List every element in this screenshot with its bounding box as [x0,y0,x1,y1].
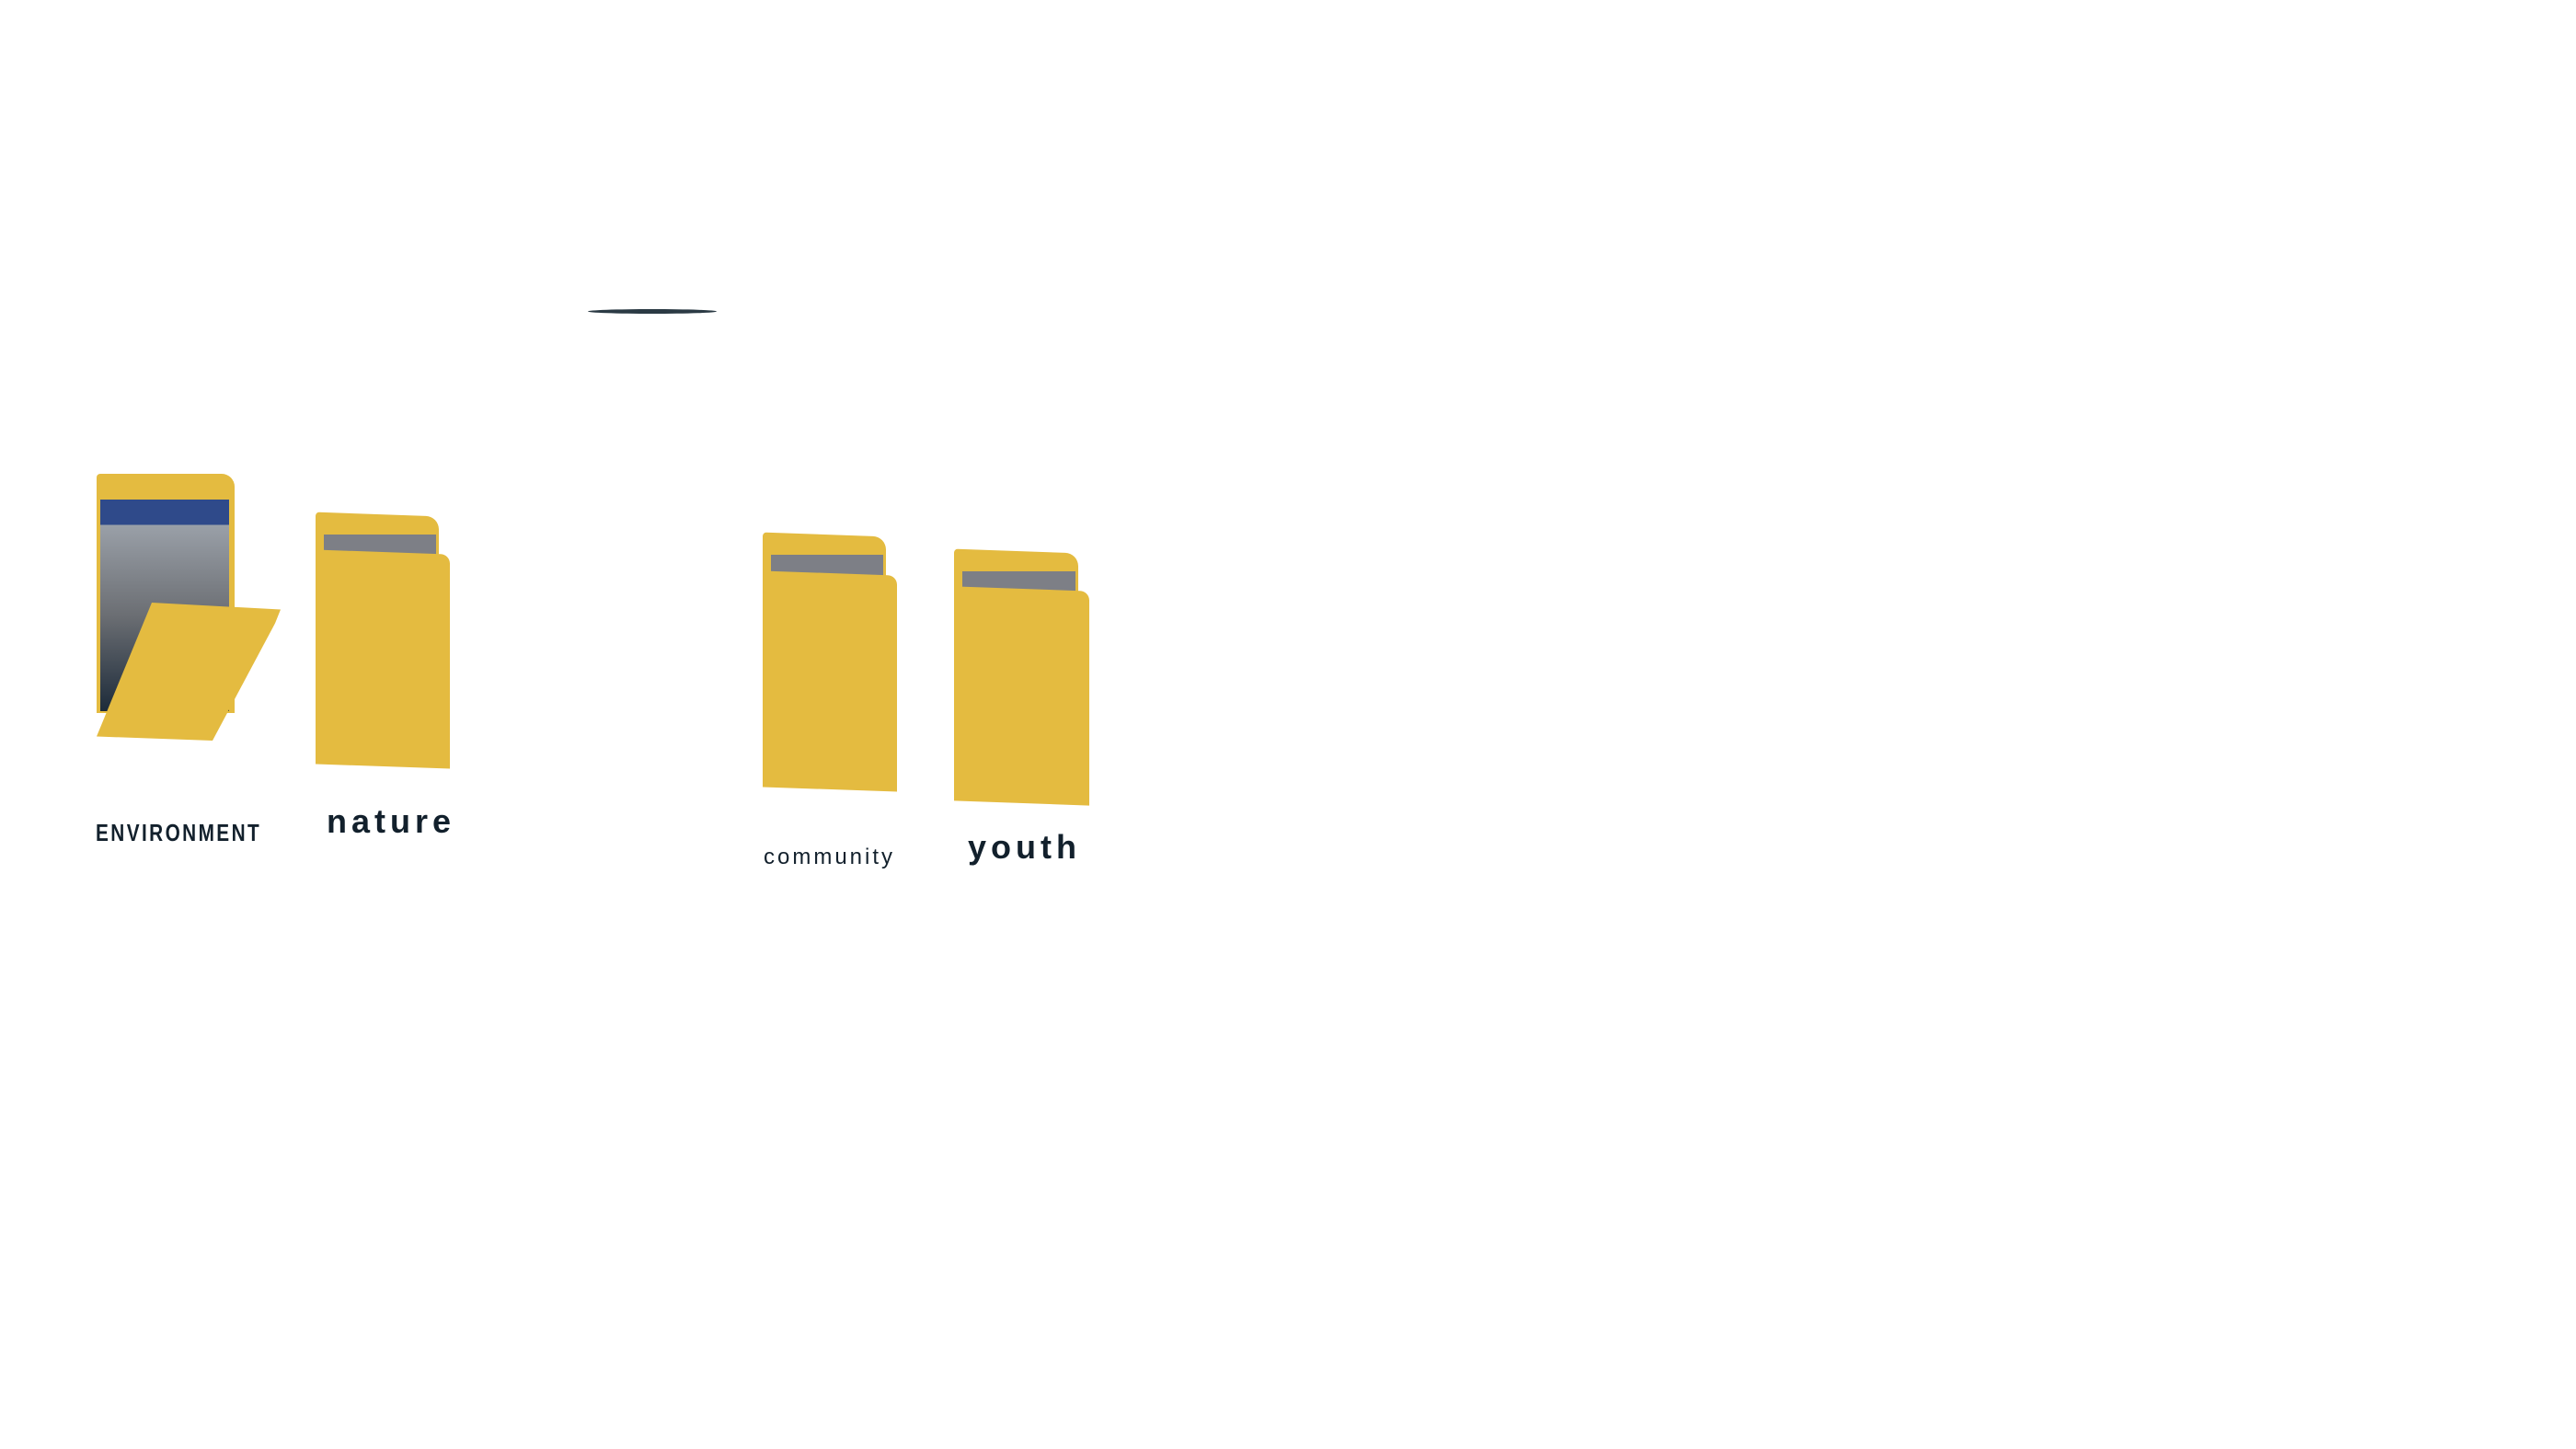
folder-label-nature[interactable]: nature [327,802,456,840]
folder-environment[interactable] [97,474,281,742]
decorative-divider [588,309,717,314]
folder-front [954,586,1089,806]
folder-label-environment[interactable]: ENVIRONMENT [96,819,262,846]
folder-label-community[interactable]: community [764,845,896,869]
folder-front [763,569,897,792]
folder-community[interactable] [763,532,897,792]
folder-youth[interactable] [954,548,1089,806]
folder-front [316,549,450,769]
folder-label-youth[interactable]: youth [968,828,1081,866]
folder-nature[interactable] [316,512,450,769]
